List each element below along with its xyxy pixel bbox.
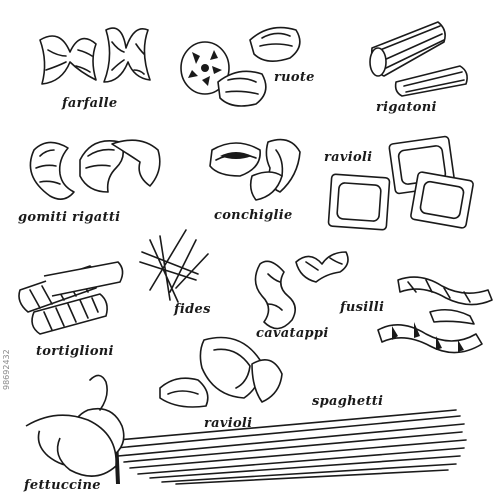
fides-drawing [139,229,209,303]
spaghetti-drawing [114,409,467,485]
ravioli-bottom-drawing [159,336,283,408]
stock-image-id: 98692432 [2,349,11,390]
label-rigatoni: rigatoni [376,100,437,115]
fettuccine-drawing [25,374,125,477]
label-ruote: ruote [274,70,315,85]
label-gomiti-rigatti: gomiti rigatti [18,210,121,225]
gomiti-rigatti-drawing [29,139,161,200]
cavatappi-drawing [254,251,349,330]
label-ravioli-bottom: ravioli [204,416,253,431]
label-fettuccine: fettuccine [24,478,101,493]
label-ravioli-top: ravioli [324,150,373,165]
rigatoni-drawing [369,21,468,97]
label-cavatappi: cavatappi [256,326,329,341]
conchiglie-drawing [209,138,301,201]
label-farfalle: farfalle [62,96,118,111]
farfalle-drawing [39,27,151,85]
label-fusilli: fusilli [340,300,385,315]
label-fides: fides [174,302,211,317]
ravioli-top-drawing [327,135,474,231]
tortiglioni-drawing [18,261,124,335]
label-conchiglie: conchiglie [214,208,293,223]
label-tortiglioni: tortiglioni [36,344,114,359]
fusilli-drawing [377,276,493,354]
label-spaghetti: spaghetti [312,394,384,409]
ruote-drawing [180,26,301,107]
